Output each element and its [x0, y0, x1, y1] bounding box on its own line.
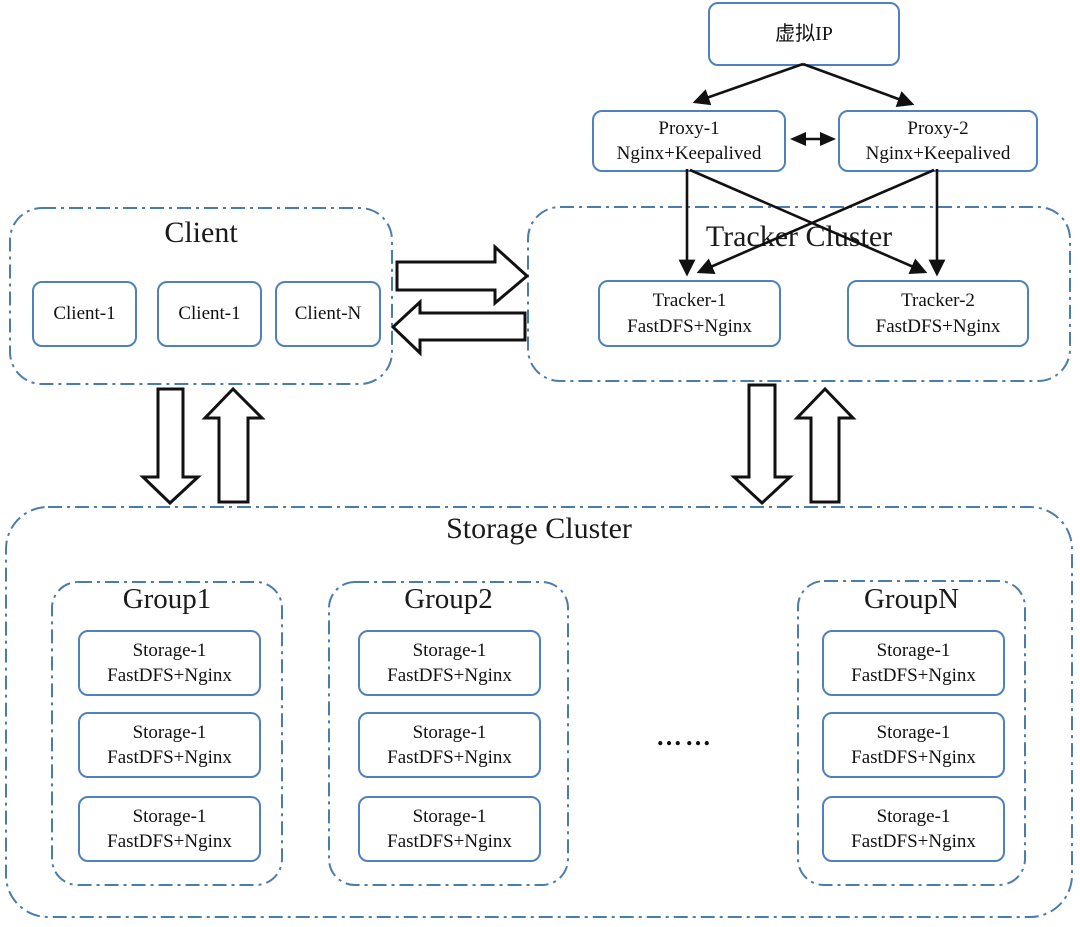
storage-stack: FastDFS+Nginx: [851, 831, 976, 852]
tracker-2-node: Tracker-2 FastDFS+Nginx: [847, 280, 1029, 347]
storage-name: Storage-1: [876, 805, 951, 827]
proxy-1-stack: Nginx+Keepalived: [616, 143, 762, 164]
client-node-1: Client-1: [32, 281, 137, 347]
groupN-border: [797, 580, 1026, 886]
storage-name: Storage-1: [412, 805, 487, 827]
client-node-1-label: Client-1: [53, 303, 116, 325]
storage-name: Storage-1: [132, 805, 207, 827]
storage-name: Storage-1: [876, 639, 951, 661]
storage-stack: FastDFS+Nginx: [851, 665, 976, 686]
proxy-2-node: Proxy-2 Nginx+Keepalived: [838, 110, 1038, 172]
group1-title: Group1: [122, 583, 212, 615]
tracker-2-stack: FastDFS+Nginx: [875, 315, 1001, 337]
storage-stack: FastDFS+Nginx: [387, 831, 512, 852]
proxy-1-name: Proxy-1: [658, 117, 720, 139]
groupN-storage-node-3: Storage-1 FastDFS+Nginx: [822, 796, 1005, 862]
group2-title: Group2: [404, 583, 493, 615]
groupN-title: GroupN: [863, 583, 960, 615]
proxy-1-node: Proxy-1 Nginx+Keepalived: [592, 110, 786, 172]
storage-name: Storage-1: [132, 721, 207, 743]
group2-storage-node-1: Storage-1 FastDFS+Nginx: [358, 630, 541, 696]
group1-storage-node-3: Storage-1 FastDFS+Nginx: [78, 796, 261, 862]
tracker-1-name: Tracker-1: [652, 290, 727, 312]
tracker-1-stack: FastDFS+Nginx: [627, 315, 752, 337]
storage-name: Storage-1: [412, 721, 487, 743]
proxy-2-stack: Nginx+Keepalived: [865, 143, 1011, 164]
storage-cluster-border: [5, 506, 1073, 918]
storage-name: Storage-1: [876, 721, 951, 743]
group2-border: [328, 581, 569, 886]
client-node-2: Client-1: [157, 281, 262, 347]
client-node-n: Client-N: [275, 281, 381, 347]
client-cluster-title: Client: [164, 216, 238, 249]
storage-stack: FastDFS+Nginx: [107, 665, 232, 686]
storage-stack: FastDFS+Nginx: [851, 747, 976, 768]
group2-storage-node-3: Storage-1 FastDFS+Nginx: [358, 796, 541, 862]
storage-stack: FastDFS+Nginx: [387, 747, 512, 768]
group1-storage-node-1: Storage-1 FastDFS+Nginx: [78, 630, 261, 696]
virtual-ip-label: 虚拟IP: [775, 22, 833, 45]
group1-storage-node-2: Storage-1 FastDFS+Nginx: [78, 712, 261, 778]
client-node-2-label: Client-1: [178, 303, 241, 325]
tracker-1-node: Tracker-1 FastDFS+Nginx: [598, 280, 781, 347]
tracker-cluster-title: Tracker Cluster: [705, 220, 893, 253]
proxy-2-name: Proxy-2: [907, 117, 969, 139]
group2-storage-node-2: Storage-1 FastDFS+Nginx: [358, 712, 541, 778]
virtual-ip-node: 虚拟IP: [708, 2, 900, 66]
groupN-storage-node-1: Storage-1 FastDFS+Nginx: [822, 630, 1005, 696]
group1-border: [51, 581, 283, 886]
storage-cluster-title: Storage Cluster: [446, 512, 632, 545]
groupN-storage-node-2: Storage-1 FastDFS+Nginx: [822, 712, 1005, 778]
tracker-2-name: Tracker-2: [901, 290, 975, 312]
storage-name: Storage-1: [132, 639, 207, 661]
storage-stack: FastDFS+Nginx: [107, 831, 232, 852]
groups-ellipsis: ……: [656, 722, 714, 751]
client-node-n-label: Client-N: [294, 303, 362, 325]
storage-stack: FastDFS+Nginx: [107, 747, 232, 768]
storage-stack: FastDFS+Nginx: [387, 665, 512, 686]
storage-name: Storage-1: [412, 639, 487, 661]
client-cluster-border: [9, 207, 393, 385]
